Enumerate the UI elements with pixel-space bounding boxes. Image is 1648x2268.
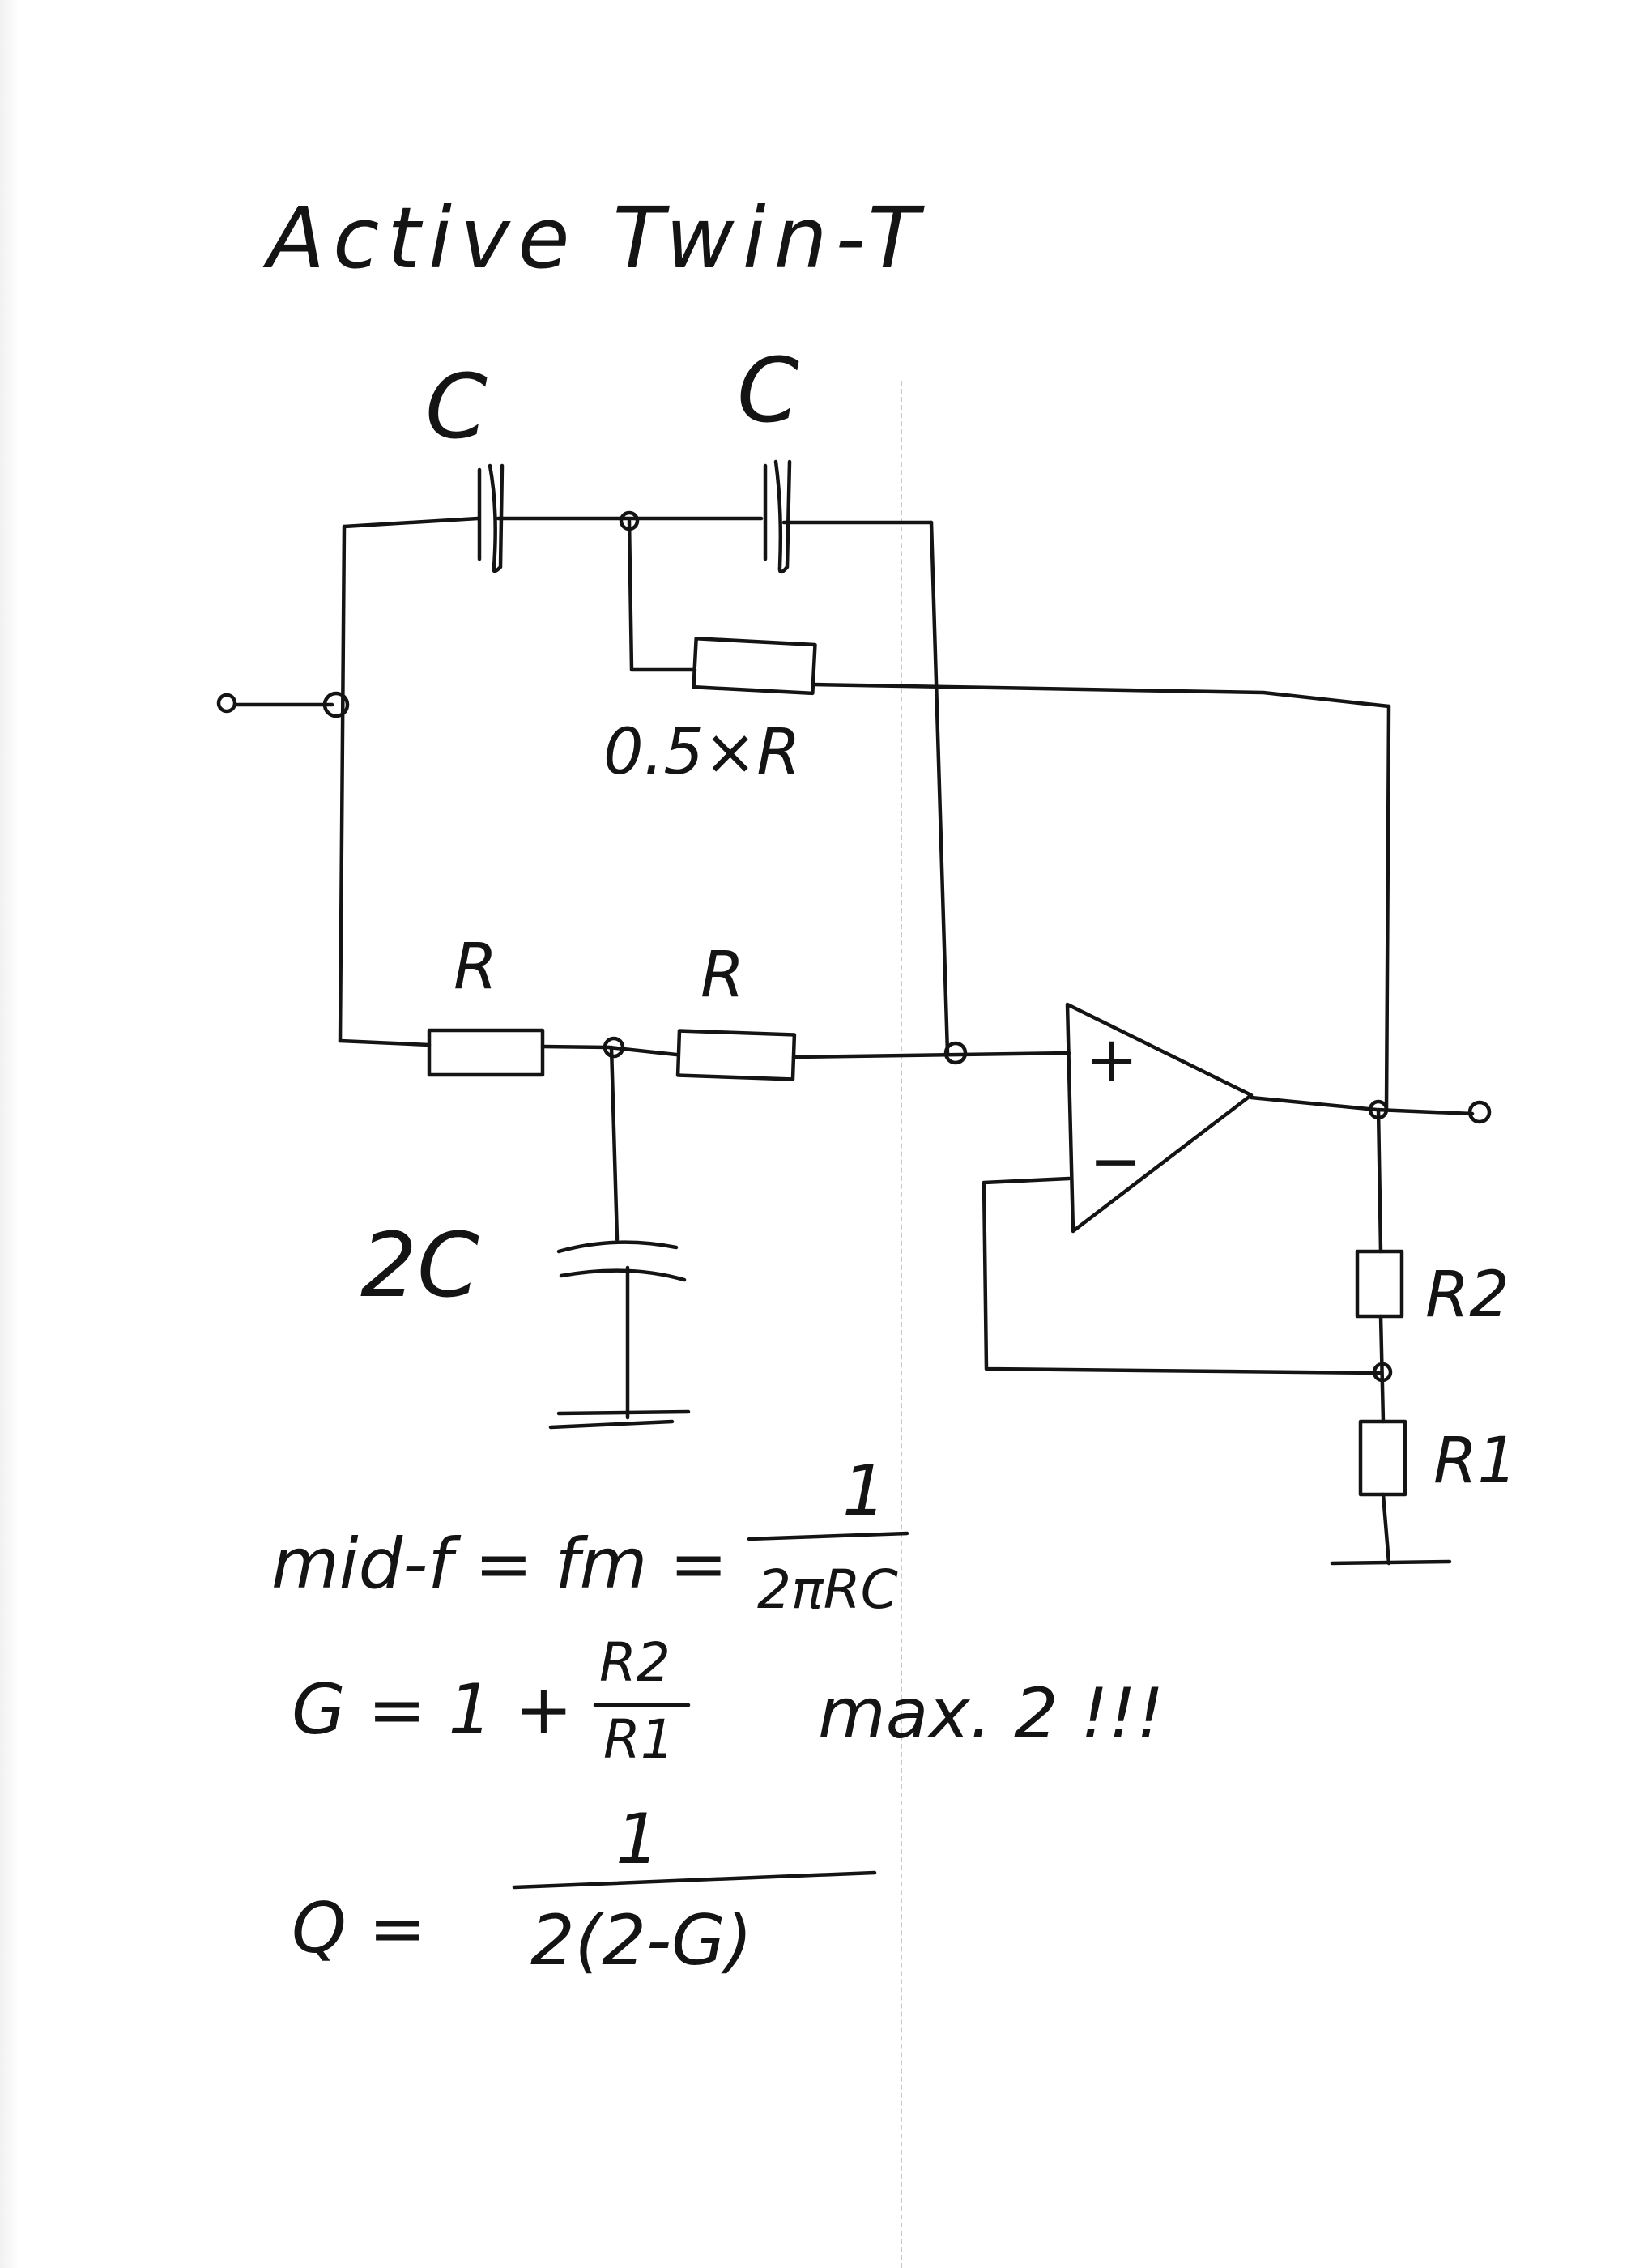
input-node [322, 691, 350, 718]
gain-note: max. 2 !!! [818, 1673, 1165, 1754]
divider-bottom [1381, 1492, 1391, 1566]
resistor-r2 [1355, 1249, 1404, 1319]
gain-numerator: R2 [599, 1631, 671, 1694]
mid-f-numerator: 1 [842, 1451, 887, 1532]
resistor-r-left [427, 1028, 545, 1077]
divider-node [1372, 1362, 1393, 1383]
ground-symbol-2c [548, 1409, 691, 1430]
resistor-half-r [692, 637, 817, 696]
wires [232, 516, 1475, 1566]
bottom-wire-right [791, 1051, 1071, 1059]
top-wire-left [342, 516, 480, 529]
half-r-lead [627, 518, 697, 672]
shunt-lead [609, 1045, 620, 1242]
feedback-top [811, 682, 1391, 709]
divider-top [1376, 1107, 1383, 1254]
capacitor-c-left-label: C [425, 355, 488, 458]
fold-line [901, 381, 902, 2268]
mid-f-denominator: 2πRC [757, 1558, 898, 1621]
q-denominator: 2(2-G) [530, 1900, 752, 1981]
resistor-r1 [1358, 1419, 1407, 1497]
opamp-minus-label: − [1089, 1125, 1142, 1198]
resistor-half-r-label: 0.5×R [603, 716, 801, 789]
ground-symbol-r1 [1330, 1559, 1452, 1566]
left-rail [338, 524, 347, 1043]
right-rail [929, 520, 950, 1055]
output-wire [1249, 1095, 1475, 1116]
opamp-triangle [1065, 1002, 1254, 1234]
resistor-r-right-label: R [701, 939, 744, 1012]
bottom-wire-left [338, 1038, 432, 1047]
gain-lhs: G = 1 + [292, 1669, 573, 1750]
plus-input-node [943, 1041, 968, 1065]
resistor-r-left-label: R [454, 931, 497, 1004]
diagram-title: Active Twin-T [262, 189, 927, 288]
capacitor-c-right-label: C [737, 339, 799, 442]
resistor-r2-label: R2 [1425, 1259, 1510, 1332]
capacitor-c-right [763, 459, 792, 574]
page-edge [0, 0, 19, 2268]
resistor-r1-label: R1 [1433, 1425, 1518, 1498]
bottom-wire-mid2 [607, 1045, 679, 1057]
q-numerator: 1 [615, 1799, 660, 1880]
q-lhs: Q = [292, 1888, 427, 1969]
mid-f-lhs: mid-f = fm = [271, 1524, 728, 1605]
opamp-plus-label: + [1085, 1024, 1138, 1097]
bottom-junction-node [603, 1036, 625, 1059]
output-terminal [1467, 1100, 1492, 1124]
input-terminal [216, 693, 237, 714]
equation-mid-f: mid-f = fm = 1 2πRC [271, 1451, 909, 1621]
neg-feedback [982, 1176, 1383, 1375]
equation-q: Q = 1 2(2-G) [292, 1799, 877, 1981]
capacitor-2c-label: 2C [360, 1213, 479, 1317]
nodes [216, 510, 1492, 1383]
feedback-rail [1384, 704, 1391, 1112]
gain-denominator: R1 [603, 1708, 675, 1771]
capacitor-2c [556, 1240, 687, 1282]
top-junction-node [619, 510, 640, 531]
output-node [1368, 1099, 1389, 1120]
equation-gain: G = 1 + R2 R1 max. 2 !!! [292, 1631, 1165, 1771]
resistor-r-right [675, 1029, 797, 1081]
divider-mid [1378, 1314, 1386, 1424]
capacitor-c-left [477, 463, 505, 573]
